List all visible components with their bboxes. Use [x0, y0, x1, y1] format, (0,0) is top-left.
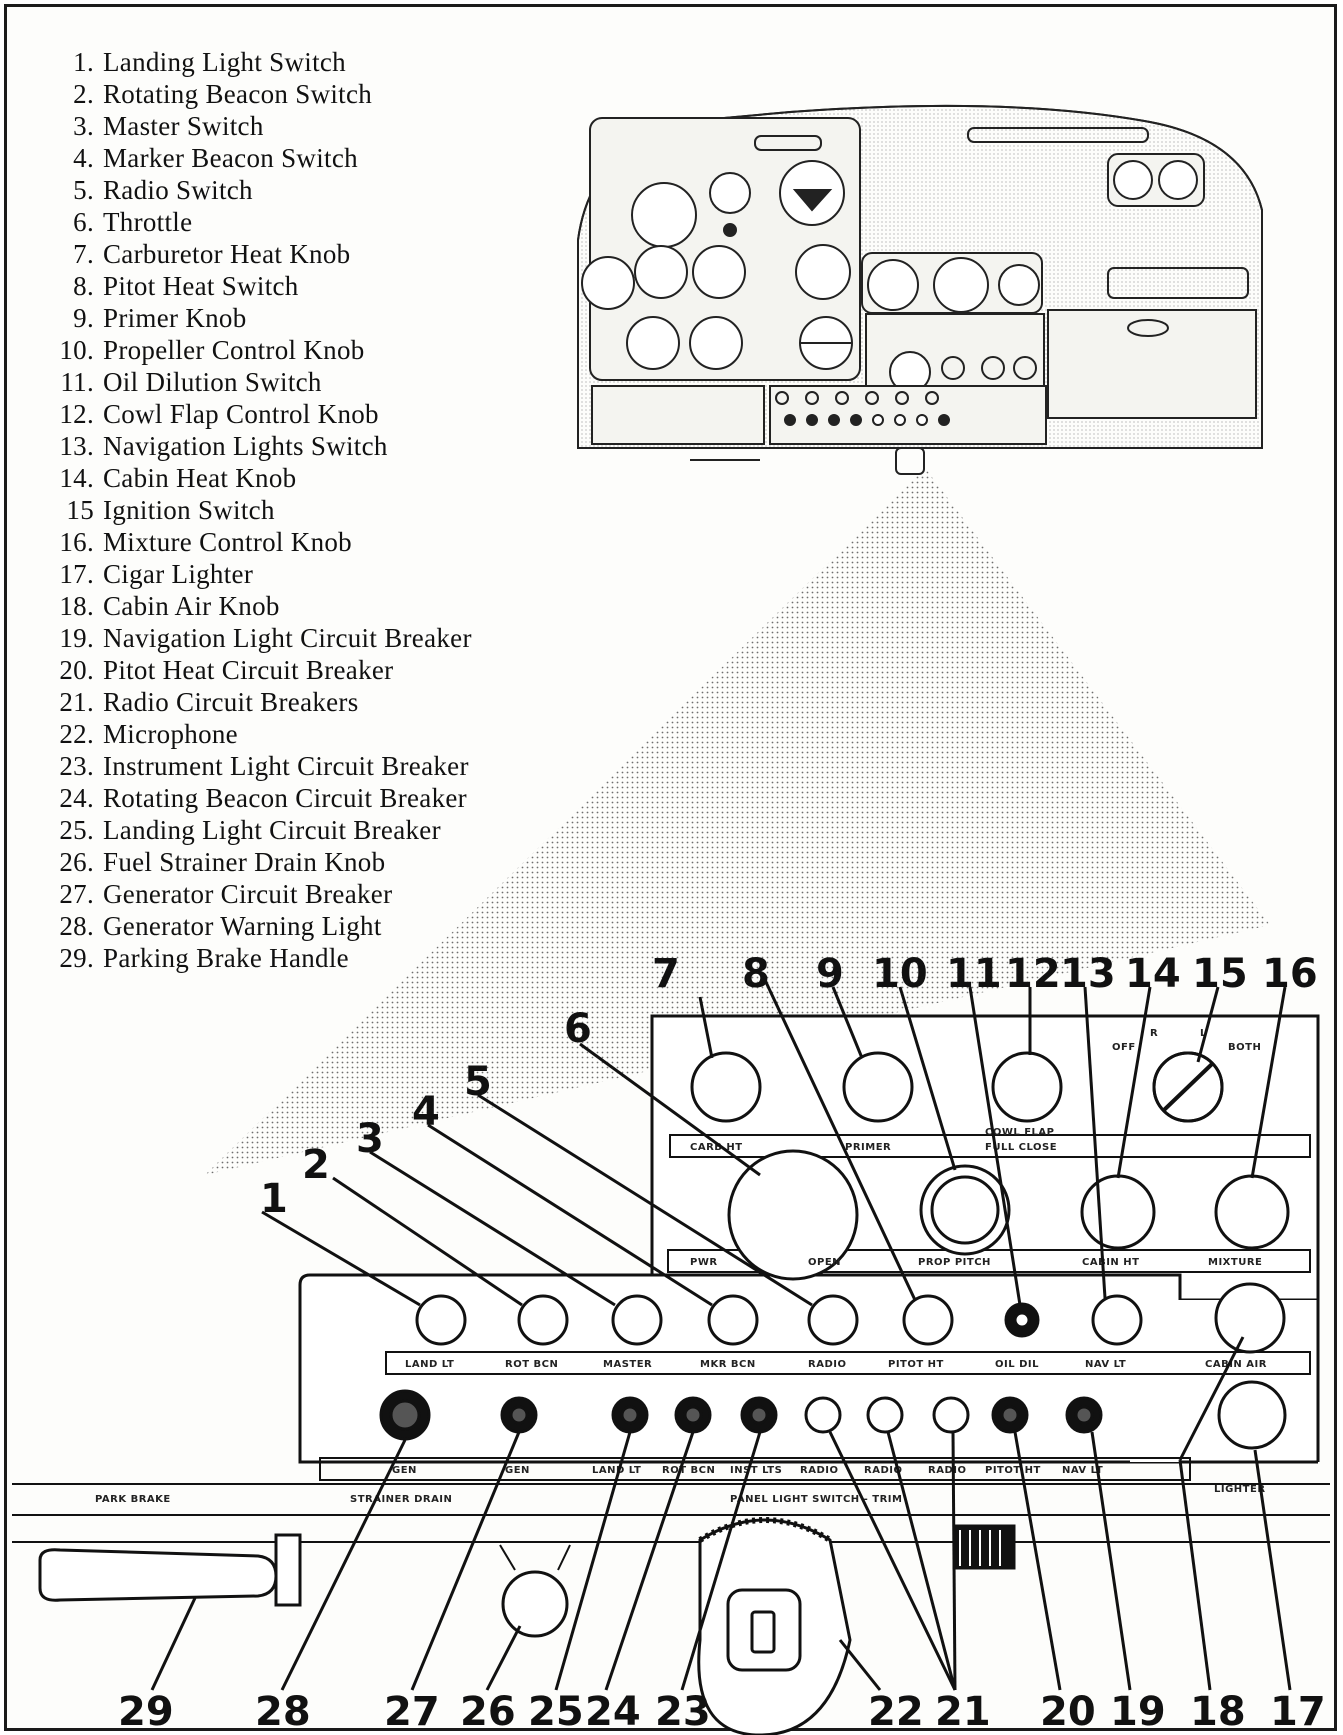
callout-7: 7	[652, 951, 680, 997]
callout-3: 3	[356, 1116, 384, 1162]
placard-gen-1: GEN	[392, 1465, 417, 1476]
callout-21: 21	[935, 1689, 991, 1735]
placard-pitot-ht: PITOT HT	[888, 1359, 944, 1370]
ignition-r-label: R	[1150, 1028, 1158, 1039]
placard-pwr: PWR	[690, 1257, 718, 1268]
placard-radio-cb-3: RADIO	[928, 1465, 966, 1476]
placard-master: MASTER	[603, 1359, 652, 1370]
placard-nav-lt: NAV LT	[1085, 1359, 1126, 1370]
placard-oil-dil: OIL DIL	[995, 1359, 1039, 1370]
callout-8: 8	[742, 951, 770, 997]
callout-5: 5	[464, 1059, 492, 1105]
callout-23: 23	[655, 1689, 711, 1735]
placard-mixture: MIXTURE	[1208, 1257, 1262, 1268]
ignition-off-label: OFF	[1112, 1042, 1136, 1053]
detail-panel	[12, 1016, 1330, 1735]
callout-25: 25	[528, 1689, 584, 1735]
callout-13: 13	[1060, 951, 1116, 997]
callout-16: 16	[1262, 951, 1318, 997]
placard-open: OPEN	[808, 1257, 841, 1268]
placard-radio: RADIO	[808, 1359, 846, 1370]
placard-inst-lts-cb: INST LTS	[730, 1465, 782, 1476]
callout-17: 17	[1270, 1689, 1326, 1735]
callout-2: 2	[302, 1142, 330, 1188]
callout-22: 22	[868, 1689, 924, 1735]
placard-cabin-ht: CABIN HT	[1082, 1257, 1139, 1268]
placard-park-brake: PARK BRAKE	[95, 1494, 171, 1505]
callout-29: 29	[118, 1689, 174, 1735]
placard-cowl-flap: COWL FLAP	[985, 1127, 1055, 1138]
placard-cabin-air: CABIN AIR	[1205, 1359, 1267, 1370]
placard-prop-pitch: PROP PITCH	[918, 1257, 991, 1268]
callout-19: 19	[1110, 1689, 1166, 1735]
placard-strainer-drain: STRAINER DRAIN	[350, 1494, 452, 1505]
callout-10: 10	[872, 951, 928, 997]
callout-12: 12	[1005, 951, 1061, 997]
callout-26: 26	[460, 1689, 516, 1735]
placard-gen-2: GEN	[505, 1465, 530, 1476]
ignition-both-label: BOTH	[1228, 1042, 1261, 1053]
placard-radio-cb-1: RADIO	[800, 1465, 838, 1476]
callout-24: 24	[585, 1689, 641, 1735]
placard-mkr-bcn: MKR BCN	[700, 1359, 756, 1370]
overview-panel	[578, 106, 1262, 474]
placard-primer: PRIMER	[845, 1142, 891, 1153]
callout-4: 4	[412, 1089, 440, 1135]
placard-land-lt: LAND LT	[405, 1359, 454, 1370]
callout-15: 15	[1192, 951, 1248, 997]
callout-27: 27	[384, 1689, 440, 1735]
placard-rot-bcn: ROT BCN	[505, 1359, 558, 1370]
placard-panel-light-trim: PANEL LIGHT SWITCH - TRIM	[730, 1494, 902, 1505]
callout-14: 14	[1125, 951, 1181, 997]
callout-9: 9	[816, 951, 844, 997]
placard-pitot-ht-cb: PITOT HT	[985, 1465, 1041, 1476]
callout-28: 28	[255, 1689, 311, 1735]
callout-6: 6	[564, 1006, 592, 1052]
placard-lighter: LIGHTER	[1214, 1484, 1266, 1495]
placard-rot-bcn-cb: ROT BCN	[662, 1465, 715, 1476]
callout-11: 11	[946, 951, 1002, 997]
callout-20: 20	[1040, 1689, 1096, 1735]
callout-1: 1	[260, 1176, 288, 1222]
callout-18: 18	[1190, 1689, 1246, 1735]
